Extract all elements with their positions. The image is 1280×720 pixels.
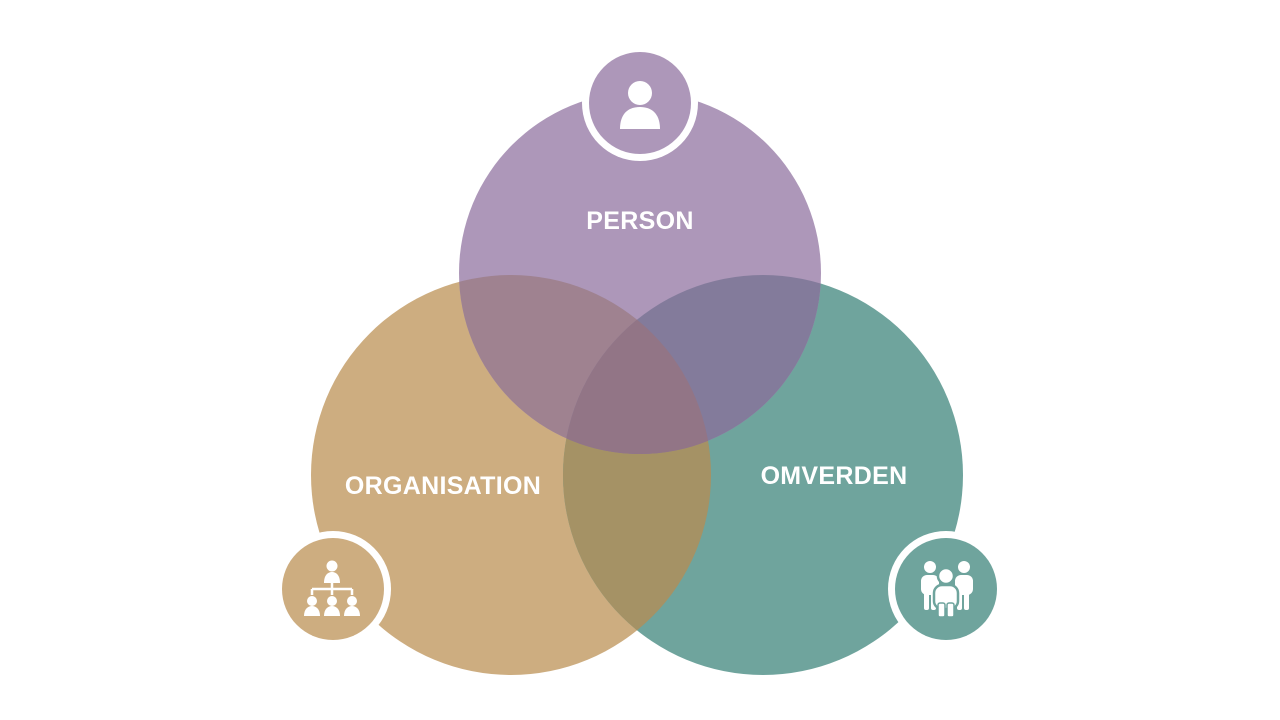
organisation-label: ORGANISATION bbox=[345, 472, 541, 500]
center-overlap bbox=[563, 275, 711, 454]
omverden-label: OMVERDEN bbox=[761, 462, 908, 490]
org-chart-icon bbox=[304, 560, 360, 616]
organisation-badge bbox=[275, 531, 391, 647]
person-icon bbox=[620, 81, 660, 129]
omverden-badge bbox=[888, 531, 1004, 647]
person-badge bbox=[582, 45, 698, 161]
group-of-people-icon bbox=[921, 561, 973, 618]
person-label: PERSON bbox=[586, 207, 693, 235]
